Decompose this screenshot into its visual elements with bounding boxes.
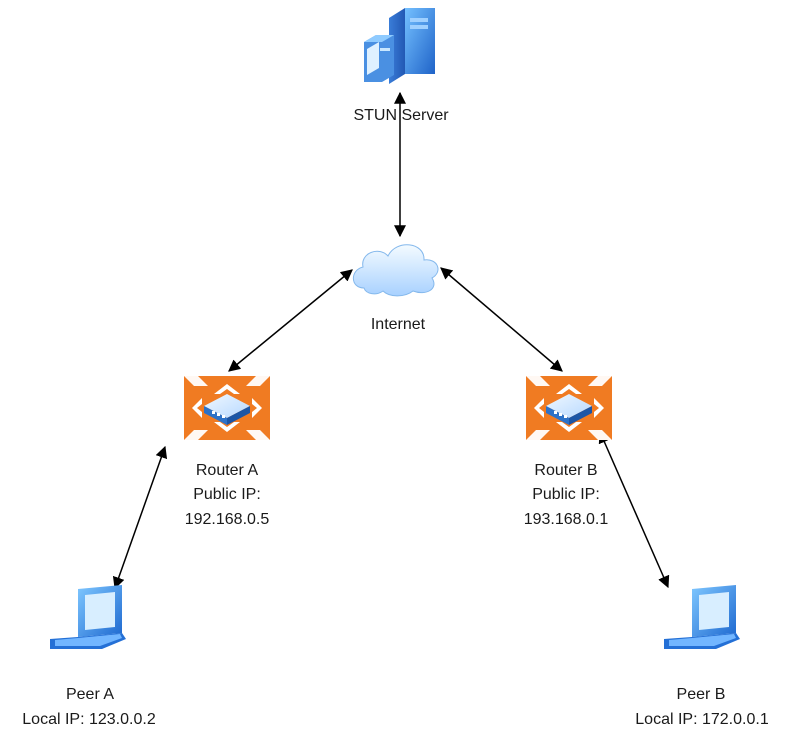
internet-label: Internet: [371, 316, 426, 333]
stun-server-label: STUN Server: [353, 107, 449, 124]
router-b-name: Router B: [534, 462, 597, 479]
peer-a-name: Peer A: [66, 686, 114, 703]
router-a-peer-a-link: [112, 445, 168, 590]
router-a-ip: 192.168.0.5: [185, 511, 270, 528]
router-icon: [184, 376, 270, 440]
internet-router-a-link: [228, 269, 353, 372]
laptop-icon: [664, 585, 740, 649]
server-icon: [364, 8, 435, 84]
router-icon: [526, 376, 612, 440]
peer-b-ip: Local IP: 172.0.0.1: [635, 711, 769, 728]
router-a-name: Router A: [196, 462, 259, 479]
router-b-ip-label: Public IP:: [532, 486, 600, 503]
router-b-ip: 193.168.0.1: [524, 511, 609, 528]
peer-b-name: Peer B: [677, 686, 726, 703]
internet-router-b-link: [440, 267, 563, 372]
laptop-icon: [50, 585, 126, 649]
peer-a-ip: Local IP: 123.0.0.2: [22, 711, 156, 728]
router-a-ip-label: Public IP:: [193, 486, 261, 503]
cloud-icon: [352, 244, 439, 297]
router-b-peer-b-link: [598, 430, 670, 589]
